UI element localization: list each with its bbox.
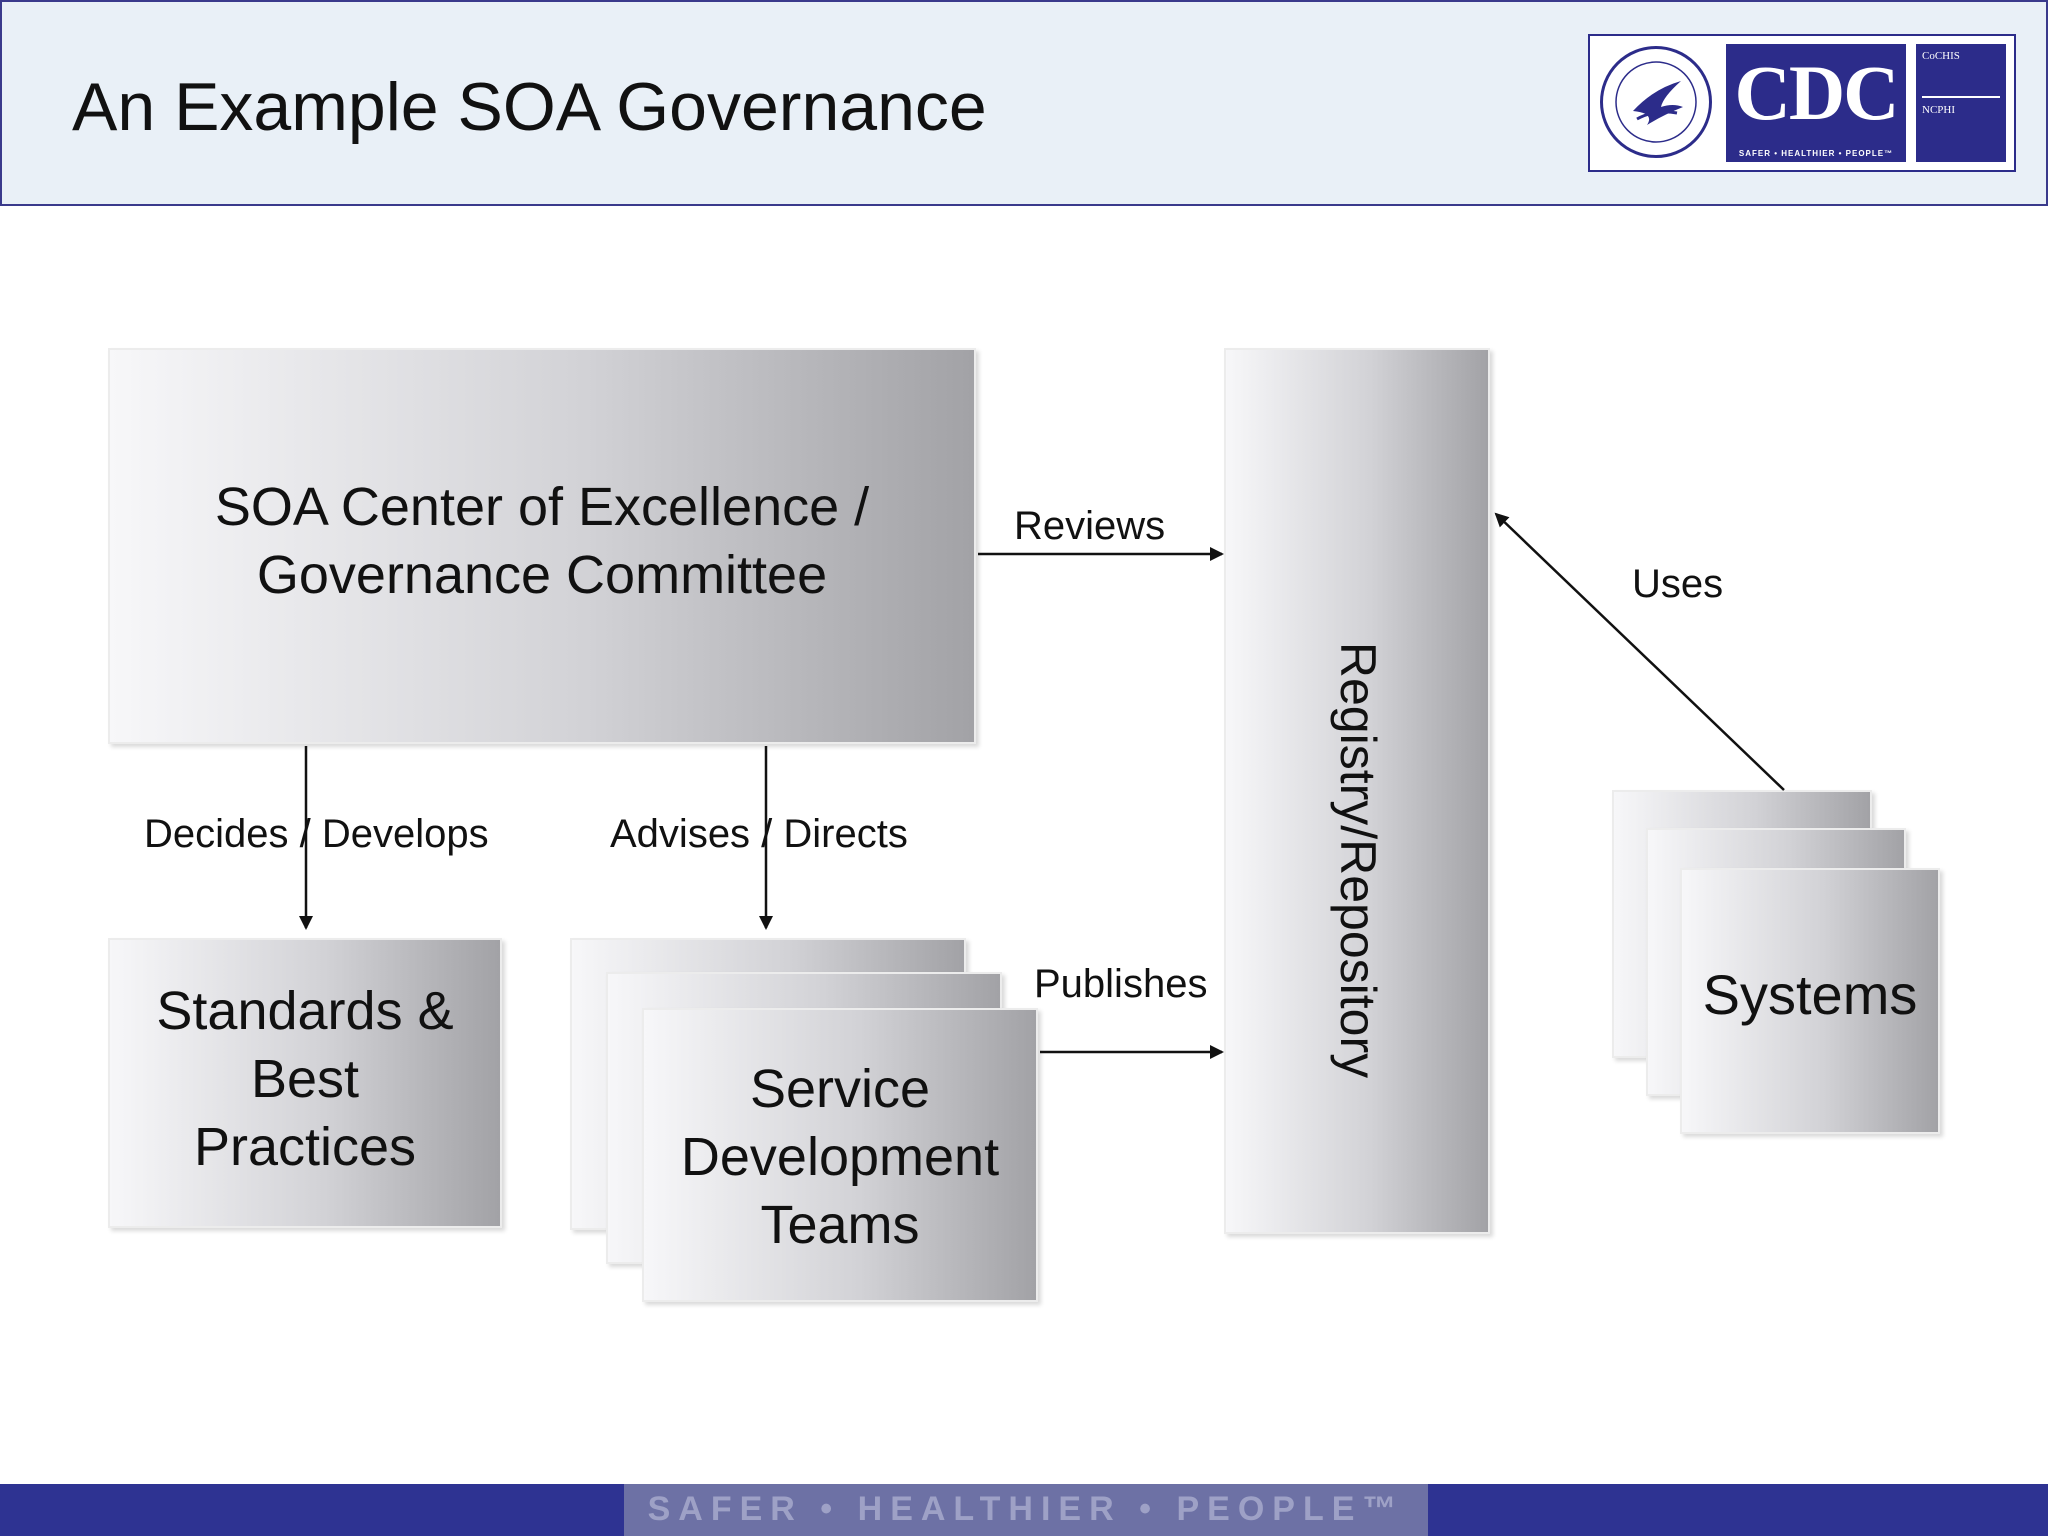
edge-label-decides: Decides / Develops xyxy=(144,812,489,856)
coe-governance-box: SOA Center of Excellence / Governance Co… xyxy=(108,348,976,744)
edge-label-reviews: Reviews xyxy=(1014,504,1166,548)
standards-best-practices-box: Standards & Best Practices xyxy=(108,938,502,1228)
uses-arrow xyxy=(1494,512,1785,791)
teams-line-2: Development xyxy=(680,1127,1000,1187)
coe-line-2: Governance Committee xyxy=(256,545,828,605)
edge-label-advises: Advises / Directs xyxy=(610,812,908,856)
systems-box: Systems xyxy=(1680,868,1940,1134)
hhs-seal-icon xyxy=(1600,46,1712,158)
footer-tagline-band: SAFER • HEALTHIER • PEOPLE™ xyxy=(624,1484,1428,1536)
footer-tagline: SAFER • HEALTHIER • PEOPLE™ xyxy=(647,1490,1405,1528)
coe-line-1: SOA Center of Excellence / xyxy=(214,477,870,537)
slide-header: An Example SOA Governance CDC SAFER • HE… xyxy=(0,0,2048,206)
systems-label: Systems xyxy=(1702,963,1918,1026)
teams-line-3: Teams xyxy=(760,1195,920,1255)
cdc-logo: CDC SAFER • HEALTHIER • PEOPLE™ CoCHIS N… xyxy=(1588,34,2016,172)
edge-label-uses: Uses xyxy=(1632,562,1724,606)
cdc-wordmark: CDC SAFER • HEALTHIER • PEOPLE™ xyxy=(1726,44,1906,162)
standards-line-2: Best xyxy=(250,1049,360,1109)
teams-line-1: Service xyxy=(749,1059,931,1119)
registry-repository-box xyxy=(1224,348,1490,1234)
coches-ncphi-panel: CoCHIS NCPHI xyxy=(1916,44,2006,162)
standards-line-1: Standards & xyxy=(156,981,454,1041)
service-development-teams-box: Service Development Teams xyxy=(642,1008,1038,1302)
slide-footer: SAFER • HEALTHIER • PEOPLE™ xyxy=(0,1484,2048,1536)
edge-label-publishes: Publishes xyxy=(1034,962,1208,1006)
slide-title: An Example SOA Governance xyxy=(72,69,987,145)
standards-line-3: Practices xyxy=(193,1117,417,1177)
